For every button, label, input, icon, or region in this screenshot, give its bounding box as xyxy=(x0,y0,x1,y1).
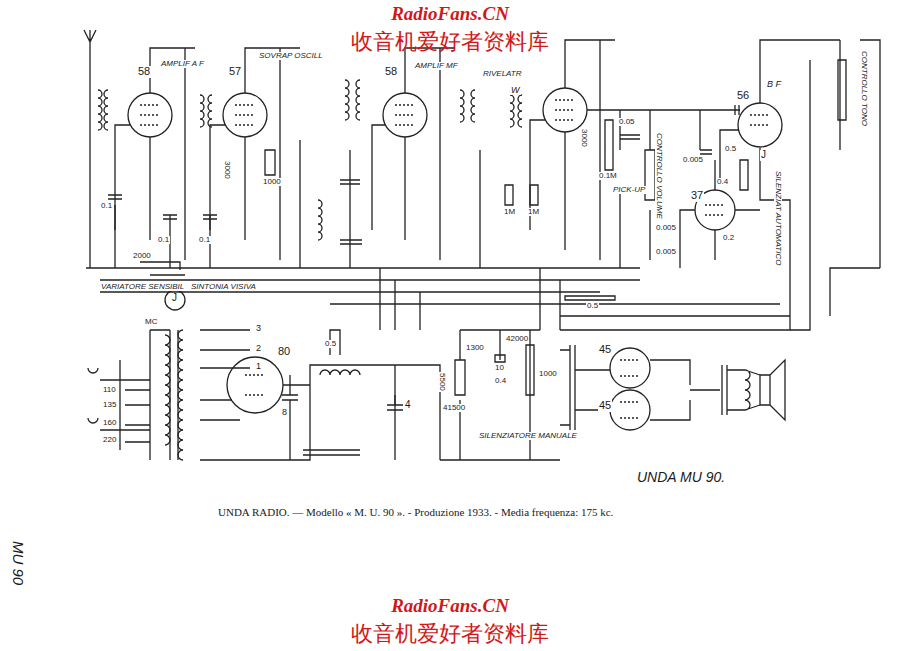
component-label: 0.005 xyxy=(655,248,677,256)
component-label: 2 xyxy=(255,344,262,353)
component-label: 2000 xyxy=(132,252,152,260)
tube-symbols xyxy=(128,88,782,430)
component-label: 37 xyxy=(690,190,704,202)
component-label: SILENZIAT AUTOMATICO xyxy=(774,170,782,266)
component-label: PICK-UP xyxy=(612,186,646,194)
component-label: 5500 xyxy=(438,372,446,392)
component-label: AMPLIF MF xyxy=(414,62,459,70)
component-label: 0.1 xyxy=(100,202,113,210)
component-label: 41500 xyxy=(442,404,466,412)
watermark: RadioFans.CN xyxy=(390,4,510,24)
component-label: 4 xyxy=(404,400,412,411)
component-label: 0.5 xyxy=(586,302,599,310)
component-label: 58 xyxy=(137,66,151,78)
component-label: SILENZIATORE MANUALE xyxy=(478,432,578,440)
coil-symbols xyxy=(98,80,522,460)
component-label: 1M xyxy=(527,208,540,216)
component-label: 0.05 xyxy=(618,118,636,126)
component-label: VARIATORE SENSIBIL xyxy=(100,283,185,291)
component-label: 0.005 xyxy=(655,224,677,232)
component-label: MC xyxy=(144,318,158,326)
component-label: 8 xyxy=(281,408,288,417)
component-label: J xyxy=(760,150,767,161)
component-label: 56 xyxy=(736,90,750,102)
component-label: 3 xyxy=(255,324,262,333)
component-label: MU 90 xyxy=(10,540,26,586)
component-label: 1300 xyxy=(465,344,485,352)
component-label: 3000 xyxy=(223,160,231,180)
watermark: 收音机爱好者资料库 xyxy=(350,622,550,645)
component-label: J xyxy=(171,293,178,304)
component-label: 3000 xyxy=(580,128,588,148)
component-label: SINTONIA VISIVA xyxy=(190,283,257,291)
component-label: 135 xyxy=(102,401,117,409)
component-label: 0.5 xyxy=(324,340,337,348)
component-label: 1000 xyxy=(538,370,558,378)
watermark: 收音机爱好者资料库 xyxy=(350,30,550,53)
component-label: 1 xyxy=(255,362,262,371)
component-symbols xyxy=(108,60,846,300)
component-label: 57 xyxy=(228,66,242,78)
component-label: 160 xyxy=(102,419,117,427)
component-label: SOVRAP OSCILL xyxy=(258,52,324,60)
component-label: W xyxy=(510,86,521,95)
component-label: CONTROLLO VOLUME xyxy=(655,132,663,220)
component-label: 45 xyxy=(598,344,612,356)
component-label: 80 xyxy=(277,346,291,358)
component-label: 0.5 xyxy=(724,145,737,153)
component-label: 10 xyxy=(494,364,505,372)
component-label: 58 xyxy=(384,66,398,78)
component-label: 0.005 xyxy=(682,156,704,164)
component-label: 42000 xyxy=(505,335,529,343)
component-label: B F xyxy=(766,80,782,89)
caption-text: UNDA RADIO. — Modello « M. U. 90 ». - Pr… xyxy=(218,506,613,518)
component-label: 1000 xyxy=(262,178,282,186)
component-label: 45 xyxy=(598,400,612,412)
component-label: 0.4 xyxy=(494,377,507,385)
component-label: 0.1 xyxy=(198,236,211,244)
component-label: 0.1 xyxy=(157,236,170,244)
wiring xyxy=(84,30,880,460)
component-label: 110 xyxy=(102,386,117,394)
component-label: AMPLIF A F xyxy=(160,60,205,68)
component-label: 220 xyxy=(102,436,117,444)
component-label: 0.2 xyxy=(722,234,735,242)
component-label: UNDA MU 90. xyxy=(636,470,726,485)
watermark: RadioFans.CN xyxy=(390,596,510,616)
component-label: 0.4 xyxy=(716,178,729,186)
component-label: 1M xyxy=(503,208,516,216)
component-label: 0.1M xyxy=(598,172,618,180)
component-label: RIVELATR xyxy=(482,70,523,78)
component-label: CONTROLLO TONO xyxy=(860,50,868,127)
